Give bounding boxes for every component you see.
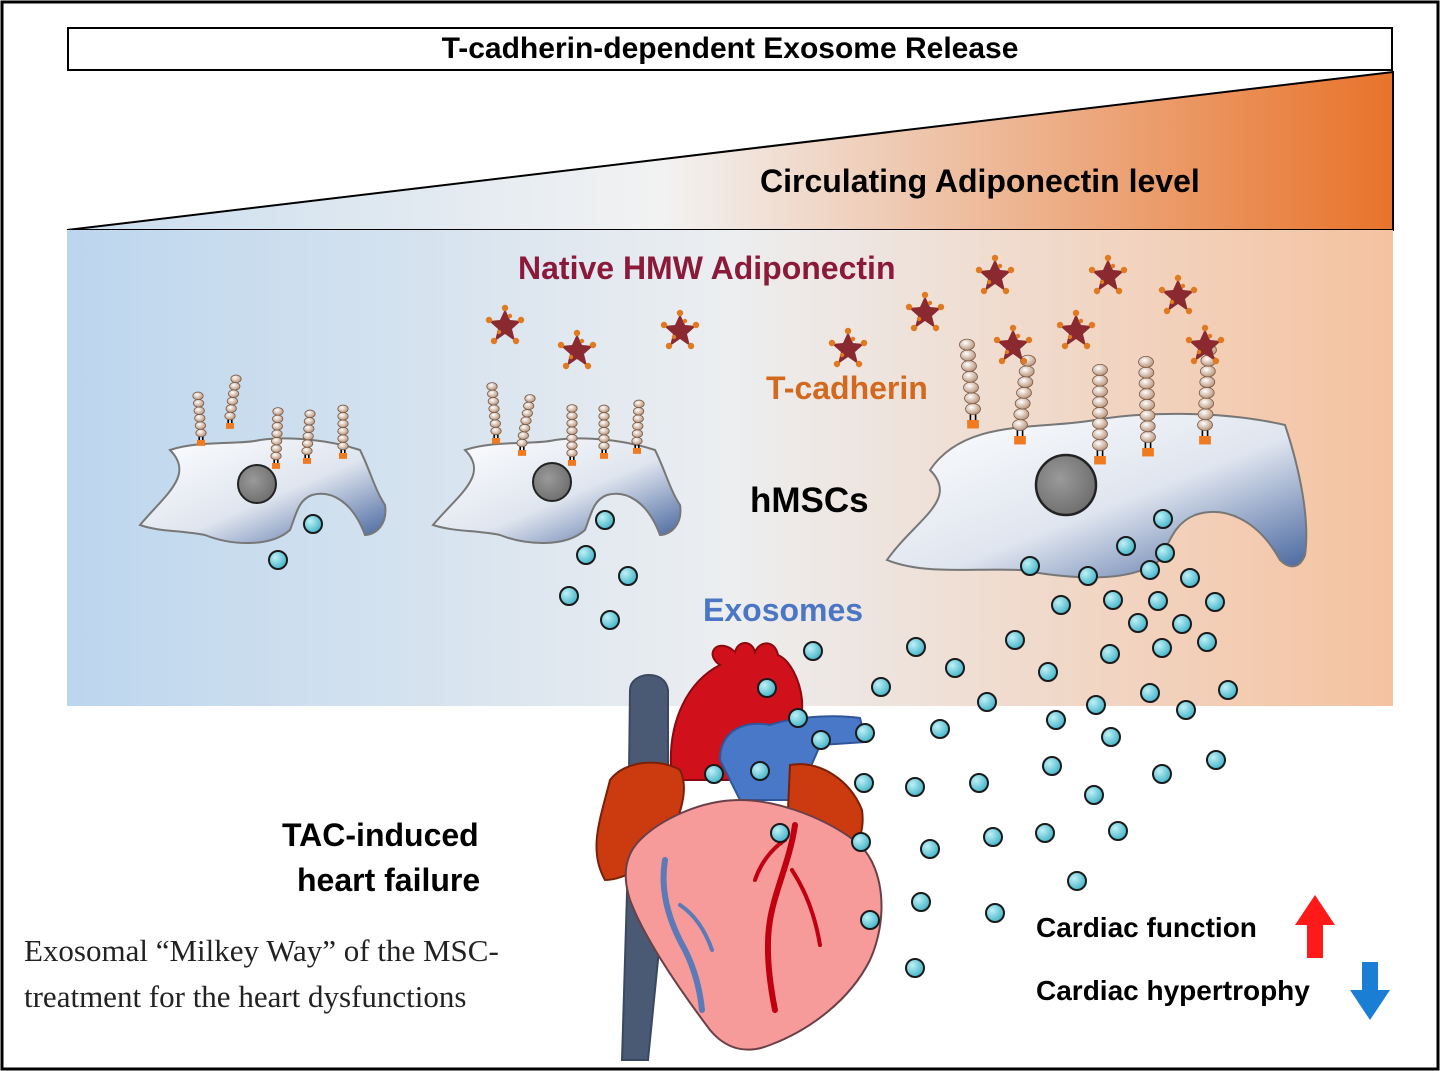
exosome <box>1148 591 1168 611</box>
exosome <box>855 723 875 743</box>
exosome <box>983 827 1003 847</box>
exosome <box>1078 566 1098 586</box>
exosome <box>576 545 596 565</box>
exosome <box>1038 662 1058 682</box>
exosome <box>854 773 874 793</box>
exosome <box>559 586 579 606</box>
exosome <box>1128 613 1148 633</box>
exosome <box>1172 614 1192 634</box>
exosome <box>757 678 777 698</box>
exosome <box>770 823 790 843</box>
exosome <box>303 514 323 534</box>
exosome <box>595 510 615 530</box>
exosome <box>268 550 288 570</box>
exosome <box>1005 630 1025 650</box>
exosome <box>1155 543 1175 563</box>
exosome <box>969 773 989 793</box>
exosome <box>985 903 1005 923</box>
caption-line1: Exosomal “Milkey Way” of the MSC- <box>24 933 499 968</box>
exosome <box>905 777 925 797</box>
exosome <box>1205 592 1225 612</box>
exosome <box>871 677 891 697</box>
exosome <box>977 692 997 712</box>
t-cadherin-label: T-cadherin <box>766 370 928 406</box>
exosome <box>851 832 871 852</box>
exosome <box>1180 568 1200 588</box>
nucleus <box>1034 453 1098 517</box>
exosome <box>1020 556 1040 576</box>
exosome <box>1108 821 1128 841</box>
exosome <box>930 719 950 739</box>
exosome <box>1116 536 1136 556</box>
cardiac-hypertrophy-label: Cardiac hypertrophy <box>1036 975 1310 1006</box>
exosome <box>1140 683 1160 703</box>
exosome <box>1035 823 1055 843</box>
exosome <box>911 892 931 912</box>
exosome <box>1197 632 1217 652</box>
cardiac-function-label: Cardiac function <box>1036 912 1257 943</box>
diagram-title: T-cadherin-dependent Exosome Release <box>67 27 1393 71</box>
exosome <box>704 764 724 784</box>
exosome <box>750 761 770 781</box>
t-cadherin-chain <box>566 404 578 466</box>
t-cadherin-chain <box>301 409 316 464</box>
msc-cell-small-2 <box>431 437 682 544</box>
t-cadherin-chain <box>1138 355 1156 457</box>
exosome <box>1042 756 1062 776</box>
hmscs-label: hMSCs <box>750 481 869 520</box>
t-cadherin-chain <box>1092 363 1108 465</box>
adiponectin-level-wedge <box>66 70 1394 231</box>
t-cadherin-chain <box>337 404 349 459</box>
up-arrow-icon <box>1295 895 1335 958</box>
exosome <box>1153 509 1173 529</box>
msc-cell-large <box>885 412 1308 579</box>
exosome <box>945 658 965 678</box>
exosome <box>1103 590 1123 610</box>
exosome <box>600 610 620 630</box>
exosome <box>788 708 808 728</box>
t-cadherin-chain <box>224 374 242 429</box>
t-cadherin-chain <box>516 394 536 456</box>
exosome <box>1051 595 1071 615</box>
exosome <box>1152 764 1172 784</box>
tac-label-line2: heart failure <box>297 862 481 898</box>
exosome <box>920 839 940 859</box>
exosome <box>1152 638 1172 658</box>
exosome <box>1084 785 1104 805</box>
t-cadherin-chain <box>631 399 645 454</box>
exosome <box>1101 727 1121 747</box>
exosome <box>1218 680 1238 700</box>
t-cadherin-chain <box>192 391 207 446</box>
nucleus <box>237 464 277 504</box>
down-arrow-icon <box>1350 962 1390 1020</box>
exosome <box>1086 695 1106 715</box>
exosome <box>1067 871 1087 891</box>
t-cadherin-chain <box>959 338 981 429</box>
t-cadherin-chain <box>270 407 284 469</box>
exosome <box>1176 700 1196 720</box>
exosomes-group <box>268 509 1238 978</box>
nucleus <box>532 462 572 502</box>
exosome <box>1046 710 1066 730</box>
exosome <box>905 958 925 978</box>
t-cadherin-chain <box>486 382 502 444</box>
native-hmw-adiponectin-label: Native HMW Adiponectin <box>518 250 896 286</box>
exosome <box>906 637 926 657</box>
exosome <box>803 641 823 661</box>
exosome <box>811 730 831 750</box>
caption-line2: treatment for the heart dysfunctions <box>24 979 467 1014</box>
exosome <box>618 566 638 586</box>
tac-label-line1: TAC-induced <box>282 817 479 853</box>
exosomes-label: Exosomes <box>703 592 864 628</box>
exosome <box>1140 560 1160 580</box>
exosome <box>1206 750 1226 770</box>
exosome <box>860 910 880 930</box>
heart-illustration <box>595 642 883 1061</box>
adiponectin-level-label: Circulating Adiponectin level <box>760 163 1200 199</box>
t-cadherin-chain <box>598 404 610 459</box>
exosome <box>1100 644 1120 664</box>
